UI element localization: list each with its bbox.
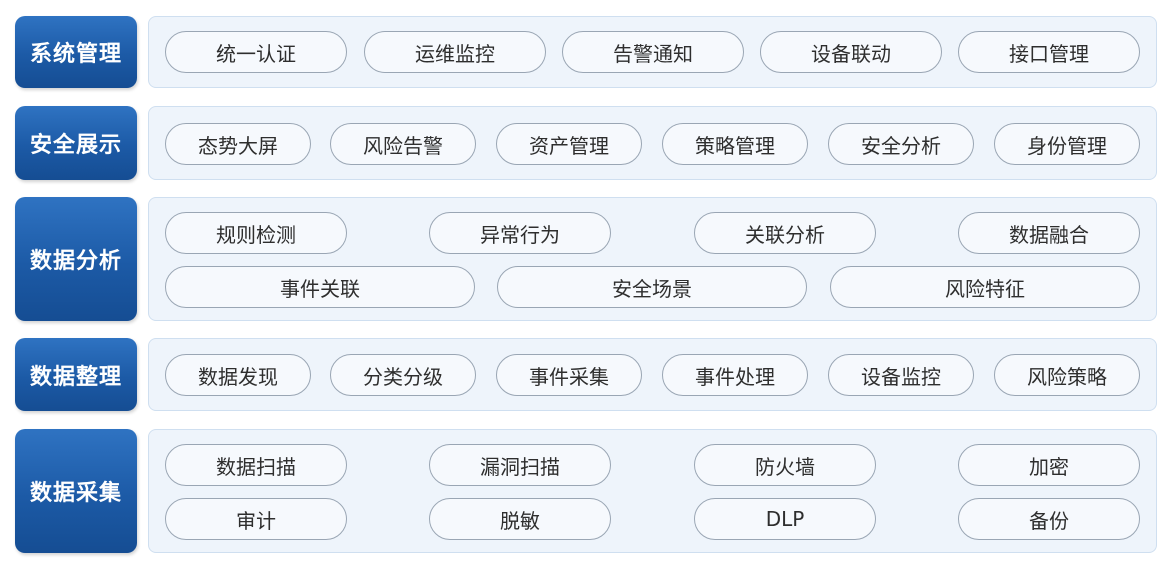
module-alert-notify[interactable]: 告警通知: [562, 31, 744, 73]
layer-label-collect: 数据采集: [15, 429, 137, 553]
module-dlp[interactable]: DLP: [694, 498, 876, 540]
module-data-fusion[interactable]: 数据融合: [958, 212, 1140, 254]
module-desensitization[interactable]: 脱敏: [429, 498, 611, 540]
layer-label-organize: 数据整理: [15, 338, 137, 411]
module-data-discovery[interactable]: 数据发现: [165, 354, 311, 396]
module-vuln-scan[interactable]: 漏洞扫描: [429, 444, 611, 486]
module-security-analysis[interactable]: 安全分析: [828, 123, 974, 165]
module-encryption[interactable]: 加密: [958, 444, 1140, 486]
module-identity-mgmt[interactable]: 身份管理: [994, 123, 1140, 165]
module-security-scenario[interactable]: 安全场景: [497, 266, 807, 308]
layer-panel-analysis: 规则检测 异常行为 关联分析 数据融合 事件关联 安全场景 风险特征: [148, 197, 1157, 321]
module-backup[interactable]: 备份: [958, 498, 1140, 540]
module-abnormal-behavior[interactable]: 异常行为: [429, 212, 611, 254]
module-firewall[interactable]: 防火墙: [694, 444, 876, 486]
module-event-processing[interactable]: 事件处理: [662, 354, 808, 396]
module-classification[interactable]: 分类分级: [330, 354, 476, 396]
module-audit[interactable]: 审计: [165, 498, 347, 540]
layer-panel-organize: 数据发现 分类分级 事件采集 事件处理 设备监控 风险策略: [148, 338, 1157, 411]
module-correlation-analysis[interactable]: 关联分析: [694, 212, 876, 254]
module-policy-mgmt[interactable]: 策略管理: [662, 123, 808, 165]
module-rule-detection[interactable]: 规则检测: [165, 212, 347, 254]
module-device-monitor[interactable]: 设备监控: [828, 354, 974, 396]
module-data-scan[interactable]: 数据扫描: [165, 444, 347, 486]
module-asset-mgmt[interactable]: 资产管理: [496, 123, 642, 165]
layer-label-analysis: 数据分析: [15, 197, 137, 321]
module-event-collection[interactable]: 事件采集: [496, 354, 642, 396]
layer-panel-display: 态势大屏 风险告警 资产管理 策略管理 安全分析 身份管理: [148, 106, 1157, 180]
module-device-linkage[interactable]: 设备联动: [760, 31, 942, 73]
module-unified-auth[interactable]: 统一认证: [165, 31, 347, 73]
module-interface-mgmt[interactable]: 接口管理: [958, 31, 1140, 73]
module-event-correlation[interactable]: 事件关联: [165, 266, 475, 308]
layer-panel-collect: 数据扫描 漏洞扫描 防火墙 加密 审计 脱敏 DLP 备份: [148, 429, 1157, 553]
module-ops-monitor[interactable]: 运维监控: [364, 31, 546, 73]
module-situation-screen[interactable]: 态势大屏: [165, 123, 311, 165]
module-risk-feature[interactable]: 风险特征: [830, 266, 1140, 308]
layer-panel-system: 统一认证 运维监控 告警通知 设备联动 接口管理: [148, 16, 1157, 88]
layer-label-display: 安全展示: [15, 106, 137, 180]
layer-label-system: 系统管理: [15, 16, 137, 88]
module-risk-policy[interactable]: 风险策略: [994, 354, 1140, 396]
module-risk-alert[interactable]: 风险告警: [330, 123, 476, 165]
